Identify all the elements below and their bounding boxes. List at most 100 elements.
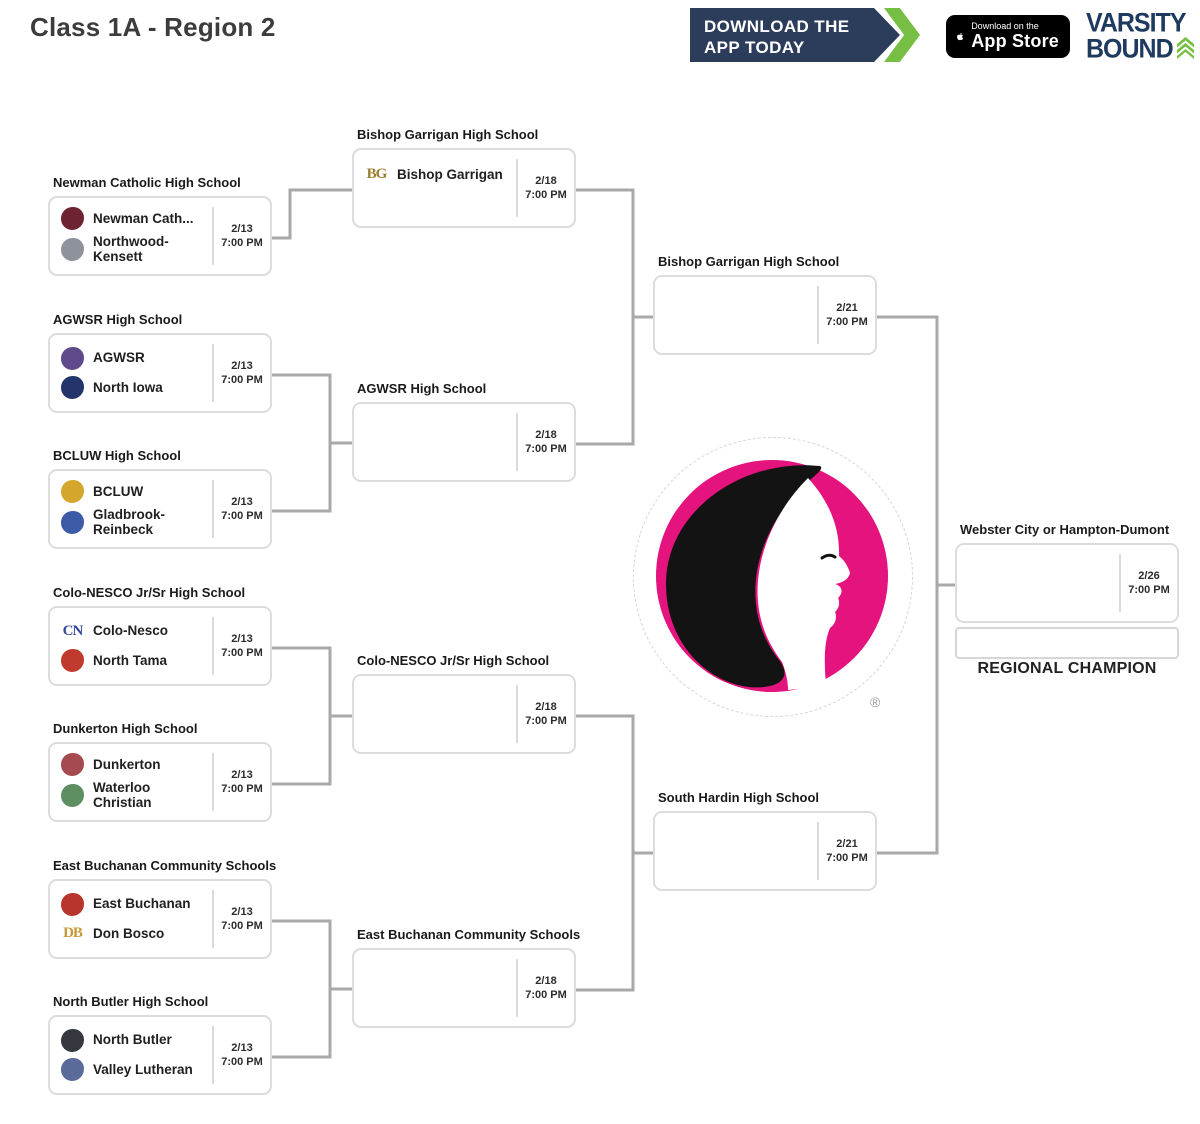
match-round1-game2: AGWSR High School AGWSR North Iowa 2/13 … [48, 312, 272, 413]
match-datetime: 2/13 7:00 PM [212, 1026, 270, 1084]
team-north-tama[interactable]: North Tama [61, 649, 210, 673]
team-northwood-kensett[interactable]: Northwood-Kensett [61, 234, 210, 265]
page-title: Class 1A - Region 2 [30, 12, 276, 42]
match-datetime: 2/13 7:00 PM [212, 890, 270, 948]
match-venue: South Hardin High School [658, 790, 820, 805]
match-datetime: 2/13 7:00 PM [212, 617, 270, 675]
ighsau-girl-profile-logo: ® [633, 437, 913, 717]
match-time: 7:00 PM [221, 510, 263, 522]
match-venue: AGWSR High School [357, 381, 487, 396]
team-newman-catholic[interactable]: Newman Cath... [61, 206, 210, 230]
match-round2-game3: Colo-NESCO Jr/Sr High School 2/18 7:00 P… [352, 653, 576, 754]
match-date: 2/13 [231, 1042, 253, 1054]
match-venue: Colo-NESCO Jr/Sr High School [53, 585, 246, 600]
team-name: Newman Cath... [93, 210, 194, 226]
team-name: Colo-Nesco [93, 623, 169, 639]
match-venue: Bishop Garrigan High School [658, 254, 840, 269]
team-east-buchanan[interactable]: East Buchanan [61, 892, 210, 916]
team-waterloo-christian[interactable]: Waterloo Christian [61, 780, 210, 811]
team-don-bosco[interactable]: DB Don Bosco [61, 922, 210, 945]
match-time: 7:00 PM [221, 237, 263, 249]
match-round2-game1: Bishop Garrigan High School BG Bishop Ga… [352, 127, 576, 228]
team-name: BCLUW [93, 483, 144, 499]
east-buchanan-mascot-icon [61, 892, 84, 916]
match-box: BG Bishop Garrigan 2/18 7:00 PM [352, 148, 576, 228]
brand-line1: VARSITY [1086, 7, 1186, 39]
match-date: 2/26 [1138, 570, 1160, 582]
banner-line1: DOWNLOAD THE [704, 17, 850, 36]
match-datetime: 2/18 7:00 PM [516, 159, 574, 217]
match-box: 2/26 7:00 PM [955, 543, 1179, 623]
match-date: 2/18 [535, 429, 557, 441]
match-time: 7:00 PM [221, 374, 263, 386]
match-venue: AGWSR High School [53, 312, 183, 327]
colo-nesco-monogram-icon: CN [62, 622, 84, 639]
match-round1-game1: Newman Catholic High School Newman Cath.… [48, 175, 272, 276]
match-venue: Dunkerton High School [53, 721, 198, 736]
match-datetime: 2/21 7:00 PM [817, 286, 875, 344]
north-iowa-mascot-icon [61, 376, 84, 400]
team-colo-nesco[interactable]: CN Colo-Nesco [61, 620, 210, 643]
match-round2-game2: AGWSR High School 2/18 7:00 PM [352, 381, 576, 482]
match-date: 2/21 [836, 838, 858, 850]
match-time: 7:00 PM [525, 715, 567, 727]
match-time: 7:00 PM [221, 1056, 263, 1068]
match-venue: East Buchanan Community Schools [357, 927, 581, 942]
match-semifinal-1: Bishop Garrigan High School 2/21 7:00 PM [653, 254, 877, 355]
match-box: 2/21 7:00 PM [653, 811, 877, 891]
match-date: 2/13 [231, 769, 253, 781]
north-tama-mascot-icon [61, 649, 84, 673]
team-name: Dunkerton [93, 756, 161, 772]
team-valley-lutheran[interactable]: Valley Lutheran [61, 1058, 210, 1082]
team-gladbrook-reinbeck[interactable]: Gladbrook-Reinbeck [61, 507, 210, 538]
match-box: 2/21 7:00 PM [653, 275, 877, 355]
match-venue: BCLUW High School [53, 448, 181, 463]
match-datetime: 2/18 7:00 PM [516, 959, 574, 1017]
match-date: 2/18 [535, 701, 557, 713]
match-venue: Newman Catholic High School [53, 175, 241, 190]
team-name: Don Bosco [93, 926, 165, 942]
match-venue: Colo-NESCO Jr/Sr High School [357, 653, 550, 668]
app-store-badge[interactable]: Download on the App Store [946, 15, 1070, 58]
team-name: Bishop Garrigan [397, 166, 503, 182]
team-dunkerton[interactable]: Dunkerton [61, 752, 210, 776]
match-box: Dunkerton Waterloo Christian 2/13 7:00 P… [48, 742, 272, 822]
banner-line2: APP TODAY [704, 38, 805, 58]
match-datetime: 2/18 7:00 PM [516, 413, 574, 471]
team-bcluw[interactable]: BCLUW [61, 479, 210, 503]
team-name: Gladbrook-Reinbeck [93, 506, 166, 538]
varsity-bound-logo: VARSITY BOUND [1086, 7, 1194, 64]
team-name: North Tama [93, 653, 168, 669]
match-time: 7:00 PM [221, 920, 263, 932]
match-round1-game6: East Buchanan Community Schools East Buc… [48, 858, 276, 959]
north-butler-mascot-icon [61, 1028, 84, 1052]
team-name: North Iowa [93, 380, 163, 396]
gladbrook-reinbeck-mascot-icon [61, 510, 84, 534]
match-datetime: 2/13 7:00 PM [212, 480, 270, 538]
app-store-label: App Store [971, 30, 1059, 51]
don-bosco-monogram-icon: DB [63, 925, 83, 942]
team-north-butler[interactable]: North Butler [61, 1028, 210, 1052]
team-name: AGWSR [93, 350, 145, 366]
team-north-iowa[interactable]: North Iowa [61, 376, 210, 400]
match-date: 2/18 [535, 975, 557, 987]
match-time: 7:00 PM [826, 852, 868, 864]
girl-profile-icon [656, 460, 888, 692]
match-datetime: 2/18 7:00 PM [516, 685, 574, 743]
download-app-banner[interactable]: DOWNLOAD THE APP TODAY [690, 8, 900, 62]
team-agwsr[interactable]: AGWSR [61, 346, 210, 370]
team-name: Northwood-Kensett [93, 233, 169, 265]
match-venue: North Butler High School [53, 994, 209, 1009]
match-datetime: 2/13 7:00 PM [212, 344, 270, 402]
match-final: Webster City or Hampton-Dumont 2/26 7:00… [955, 522, 1179, 623]
bcluw-mascot-icon [61, 479, 84, 503]
match-datetime: 2/13 7:00 PM [212, 753, 270, 811]
brand-line2: BOUND [1086, 33, 1174, 64]
team-bishop-garrigan[interactable]: BG Bishop Garrigan [365, 163, 514, 186]
team-name: Valley Lutheran [93, 1062, 193, 1078]
match-time: 7:00 PM [525, 989, 567, 1001]
match-datetime: 2/21 7:00 PM [817, 822, 875, 880]
triple-chevron-up-icon [1176, 37, 1194, 60]
valley-lutheran-shield-icon [61, 1058, 84, 1082]
